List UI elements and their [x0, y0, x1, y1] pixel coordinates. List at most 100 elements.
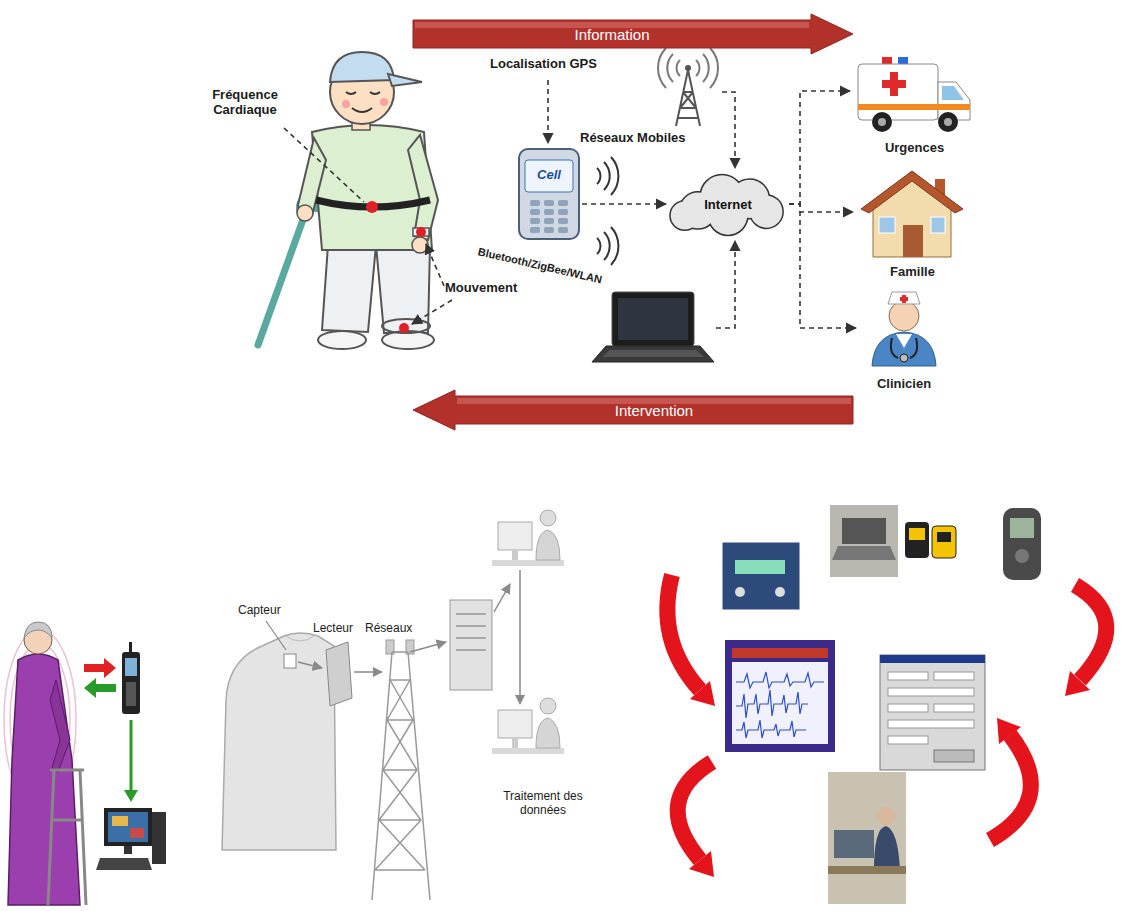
vehicle-laptop-photo — [842, 518, 886, 544]
operator-workstation — [512, 550, 518, 560]
mobile-phone-part — [544, 227, 554, 233]
elderly-man-figure — [366, 201, 378, 213]
elderly-man-figure — [412, 237, 428, 253]
operator-workstation — [540, 510, 556, 526]
radio-unit — [735, 560, 785, 574]
ecg-screen — [732, 648, 828, 658]
connector-arrow — [582, 203, 666, 205]
desktop-computer — [104, 808, 152, 846]
gps-handheld — [1003, 508, 1041, 580]
annotation-label: Localisation GPS — [490, 57, 597, 72]
annotation-label: Réseaux — [365, 622, 412, 636]
cycle-arrow — [667, 575, 700, 690]
vehicle-laptop-photo — [832, 546, 896, 560]
record-form-screen — [934, 704, 974, 712]
dashed-arrow — [426, 244, 444, 286]
clinician-icon-part — [872, 292, 936, 366]
portable-devices — [905, 522, 956, 558]
ecg-screen — [736, 720, 806, 738]
antenna-tower — [685, 65, 691, 71]
mobile-phone-part — [530, 200, 540, 206]
annotation-label: Traitement des données — [497, 790, 589, 818]
clinician-office-photo — [828, 866, 906, 874]
node-text: Information — [574, 26, 649, 43]
node-text: Famille — [890, 264, 935, 279]
internet-cloud-part — [750, 196, 782, 228]
dashed-arrow — [716, 241, 735, 328]
desktop-computer — [130, 828, 144, 838]
house-icon-part — [931, 217, 945, 233]
ecg-screen — [725, 640, 835, 752]
mobile-phone-part — [544, 209, 554, 215]
ambulance-icon-part — [858, 64, 938, 120]
ambulance-icon-part — [942, 86, 964, 100]
desktop-computer — [96, 808, 166, 870]
clinician-office-photo — [834, 830, 874, 858]
operator-workstation — [540, 698, 556, 714]
house-icon-part — [879, 217, 895, 233]
data-flow-arrow — [519, 570, 521, 704]
record-form-screen — [880, 655, 985, 770]
node-text: Cell — [537, 167, 561, 182]
flow-arrow-part — [413, 14, 853, 54]
connector-arrow — [789, 91, 850, 204]
elderly-man-figure — [330, 52, 394, 82]
radio-unit — [722, 542, 800, 610]
mobile-phone-part — [558, 227, 568, 233]
network-tower — [372, 640, 430, 900]
ambulance-icon-part — [858, 104, 970, 110]
clinician-icon-part — [889, 301, 919, 331]
record-form-screen — [934, 750, 974, 762]
signal-arrows — [124, 790, 138, 802]
antenna-tower — [676, 70, 700, 126]
patient-torso — [222, 621, 336, 850]
dashed-arrow — [412, 300, 452, 324]
desktop-computer — [108, 812, 148, 842]
ambulance-icon-part — [858, 57, 970, 132]
record-form-screen — [888, 672, 928, 680]
operator-workstation — [498, 710, 532, 738]
elderly-man-figure — [258, 52, 438, 349]
node-text: Intervention — [615, 402, 693, 419]
data-flow-arrow — [298, 662, 322, 668]
clinician-icon-part — [900, 354, 908, 362]
internet-cloud-part — [671, 201, 699, 229]
desktop-computer — [96, 858, 152, 870]
wireless-signal — [597, 157, 618, 265]
laptop — [602, 350, 704, 357]
record-form-screen — [888, 720, 974, 728]
data-flow-arrow — [410, 642, 446, 652]
clinician-office-photo — [828, 772, 906, 904]
server — [456, 614, 486, 650]
data-flow-arrow — [354, 671, 382, 673]
clinician-icon-part — [900, 295, 908, 303]
handheld-device — [126, 682, 136, 706]
internet-cloud: Internet — [668, 172, 788, 236]
record-form-screen — [888, 704, 928, 712]
ambulance-icon-outline — [852, 48, 977, 156]
elderly-woman-figure — [48, 770, 86, 905]
elderly-man-figure — [376, 245, 430, 333]
elderly-man-figure — [297, 205, 313, 221]
elderly-man-figure — [352, 108, 372, 112]
portable-devices — [909, 528, 925, 540]
house-icon-part — [903, 225, 923, 257]
record-form-screen — [888, 688, 974, 696]
mobile-phone-part — [530, 209, 540, 215]
elderly-man-figure — [380, 98, 388, 106]
clinician-office-photo — [877, 807, 895, 825]
gps-handheld — [1003, 508, 1041, 580]
dashed-arrow — [547, 80, 549, 143]
network-tower — [372, 652, 430, 900]
radio-unit — [722, 542, 800, 610]
portable-devices — [905, 522, 929, 558]
record-form-screen — [880, 655, 985, 663]
desktop-computer — [124, 846, 132, 854]
clinician-icon: Clinicien — [858, 288, 950, 392]
mobile-phone-part — [530, 218, 540, 224]
elderly-man-figure — [399, 323, 409, 333]
mobile-phone-part — [544, 218, 554, 224]
node-text: Internet — [704, 197, 752, 212]
